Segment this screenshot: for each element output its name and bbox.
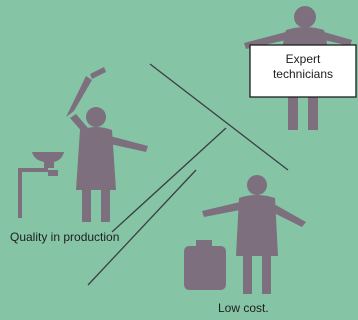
- expert-sign-line-2: technicians: [272, 67, 334, 81]
- divider-lines: [87, 63, 289, 286]
- expert-sign: [249, 44, 357, 98]
- divider-line-middle: [111, 127, 227, 233]
- weight-bag-icon: [184, 240, 226, 290]
- label-quality-in-production: Quality in production: [10, 230, 120, 244]
- worker-with-hammer-icon: [66, 67, 148, 222]
- expert-technician-icon: [244, 6, 352, 130]
- divider-line-top: [149, 63, 289, 171]
- divider-line-bottom: [87, 169, 197, 286]
- expert-sign-text: Expert technicians: [250, 52, 356, 82]
- worker-low-cost-icon: [202, 175, 306, 294]
- expert-sign-line-1: Expert: [285, 52, 321, 66]
- label-low-cost: Low cost.: [218, 301, 269, 315]
- anvil-icon: [18, 152, 64, 218]
